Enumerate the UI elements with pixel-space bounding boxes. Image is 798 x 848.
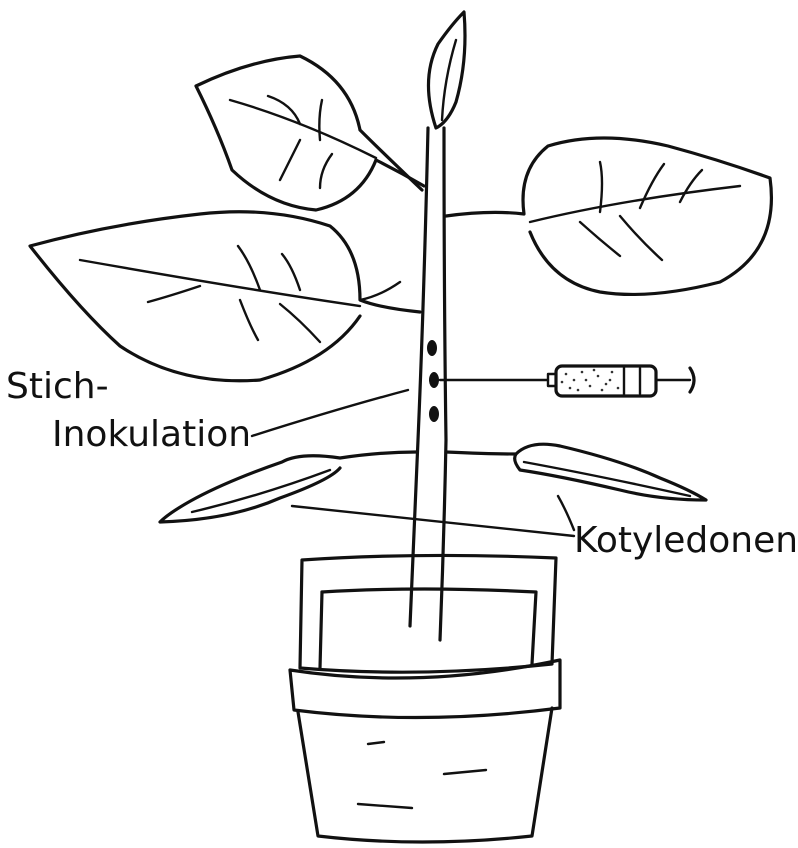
flower-pot	[290, 555, 560, 842]
label-stich: Stich-	[6, 366, 109, 407]
syringe-icon	[440, 366, 694, 396]
leaf-upper-left	[196, 56, 424, 210]
leaf-upper-right	[446, 138, 771, 294]
stem	[410, 128, 446, 640]
syringe-fluid-dots	[561, 369, 620, 392]
inoculation-holes	[427, 340, 439, 422]
leader-inoculation	[252, 390, 408, 436]
leader-cotyledon-left	[292, 506, 574, 536]
label-kotyledonen: Kotyledonen	[574, 520, 798, 561]
cotyledon-left	[160, 452, 416, 522]
apical-bud	[428, 12, 465, 128]
cotyledon-right	[446, 444, 706, 500]
leaf-middle-left	[30, 212, 420, 381]
leader-cotyledon-right	[558, 496, 574, 530]
label-inokulation: Inokulation	[52, 414, 251, 455]
